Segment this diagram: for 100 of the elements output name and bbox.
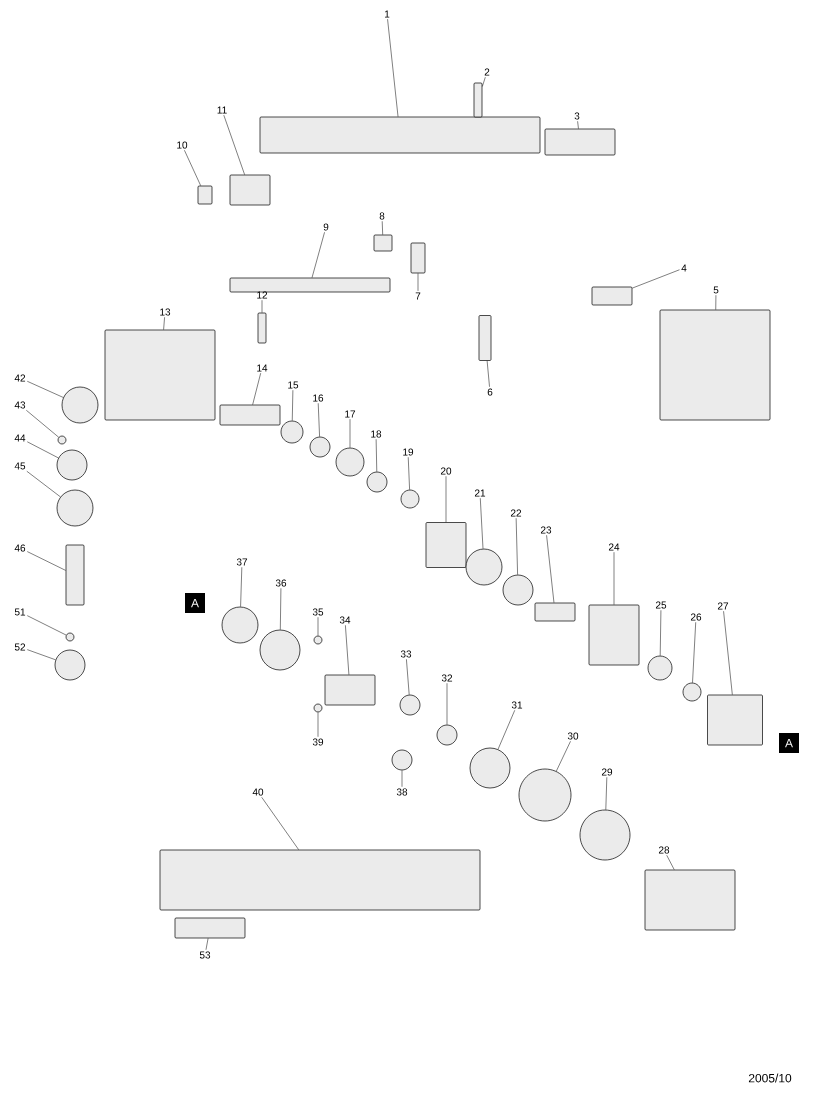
callout-number: 32	[441, 674, 453, 682]
part-drawing	[366, 471, 388, 493]
callout-number: 16	[313, 394, 324, 402]
leader-line	[387, 18, 399, 117]
part-drawing	[425, 522, 467, 568]
callout-number: 42	[14, 374, 26, 382]
part-drawing	[257, 312, 267, 344]
callout-number: 39	[312, 738, 324, 746]
leader-line	[223, 114, 245, 175]
leader-line	[417, 273, 419, 292]
part-drawing	[197, 185, 213, 205]
callout-number: 53	[199, 951, 211, 959]
leader-line	[613, 551, 615, 605]
callout-number: 52	[14, 643, 26, 651]
part-drawing	[221, 606, 259, 644]
callout-number: 17	[345, 410, 356, 418]
leader-line	[480, 497, 484, 549]
part-drawing	[400, 489, 420, 509]
date-code: 2005/10	[748, 1073, 792, 1083]
part-drawing	[313, 703, 323, 713]
part-drawing	[659, 309, 771, 421]
callout-number: 43	[14, 401, 26, 409]
callout-number: 5	[713, 286, 719, 294]
callout-number: 10	[177, 141, 188, 149]
part-drawing	[579, 809, 631, 861]
leader-line	[292, 389, 294, 421]
callout-number: 51	[14, 608, 26, 616]
part-drawing	[324, 674, 376, 706]
leader-line	[261, 299, 263, 313]
leader-line	[446, 683, 448, 725]
callout-number: 27	[717, 602, 729, 610]
leader-line	[515, 517, 518, 575]
callout-number: 45	[14, 462, 26, 470]
part-drawing	[373, 234, 393, 252]
callout-number: 46	[14, 544, 26, 552]
part-drawing	[591, 286, 633, 306]
leader-line	[401, 770, 403, 787]
part-drawing	[335, 447, 365, 477]
callout-number: 33	[400, 650, 412, 658]
leader-line	[240, 567, 243, 607]
callout-number: 30	[567, 732, 579, 740]
part-drawing	[65, 632, 75, 642]
callout-number: 25	[655, 601, 667, 609]
leader-line	[408, 457, 410, 490]
part-drawing	[399, 694, 421, 716]
callout-number: 40	[252, 788, 264, 796]
part-drawing	[280, 420, 304, 444]
part-drawing	[174, 917, 246, 939]
part-drawing	[588, 604, 640, 666]
leader-line	[692, 622, 696, 683]
leader-line	[317, 712, 319, 737]
part-drawing	[229, 277, 391, 293]
leader-line	[27, 441, 59, 459]
callout-number: 28	[658, 846, 670, 854]
callout-number: 6	[487, 388, 493, 396]
callout-number: 37	[236, 558, 248, 566]
callout-number: 18	[371, 430, 382, 438]
callout-number: 20	[440, 467, 452, 475]
part-drawing	[473, 82, 483, 118]
callout-number: 1	[385, 10, 390, 18]
callout-number: 36	[275, 579, 287, 587]
callout-number: 8	[379, 212, 385, 220]
callout-number: 34	[339, 616, 351, 624]
part-drawing	[534, 602, 576, 622]
part-drawing	[65, 544, 85, 606]
leader-line	[184, 150, 201, 186]
callout-number: 29	[601, 768, 613, 776]
callout-number: 38	[396, 788, 408, 796]
leader-line	[261, 797, 299, 850]
leader-line	[317, 403, 320, 437]
leader-line	[723, 610, 733, 695]
leader-line	[205, 938, 209, 950]
leader-line	[605, 777, 608, 810]
part-drawing	[644, 869, 736, 931]
part-drawing	[309, 436, 331, 458]
leader-line	[317, 617, 319, 636]
callout-number: 19	[403, 448, 414, 456]
leader-line	[381, 221, 383, 235]
callout-number: 31	[511, 701, 523, 709]
leader-line	[27, 381, 64, 398]
leader-line	[659, 610, 662, 656]
callout-number: 26	[690, 613, 702, 621]
part-drawing	[707, 694, 763, 746]
callout-number: 23	[540, 526, 552, 534]
leader-line	[715, 294, 717, 310]
part-drawing	[57, 435, 67, 445]
leader-line	[163, 317, 165, 330]
leader-line	[26, 410, 59, 438]
callout-number: 22	[510, 509, 522, 517]
leader-line	[27, 649, 56, 661]
callout-number: 9	[323, 223, 329, 231]
part-drawing	[61, 386, 99, 424]
leader-line	[666, 855, 675, 870]
part-drawing	[219, 404, 281, 426]
leader-line	[486, 360, 490, 387]
callout-number: 15	[288, 381, 299, 389]
part-drawing	[159, 849, 481, 911]
part-drawing	[647, 655, 673, 681]
leader-line	[27, 615, 67, 636]
leader-line	[482, 76, 486, 87]
